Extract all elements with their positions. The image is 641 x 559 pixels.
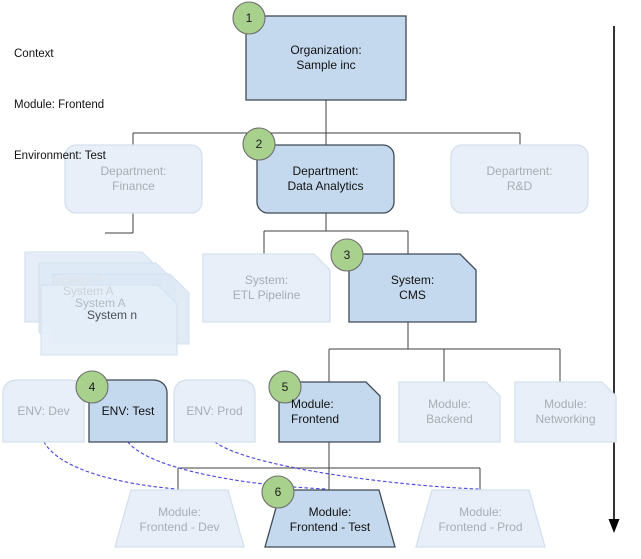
node-system-stack[interactable] bbox=[24, 251, 190, 356]
badge-3 bbox=[330, 238, 364, 272]
node-module-frontend-dev[interactable] bbox=[114, 489, 245, 548]
context-module: Module: Frontend bbox=[14, 99, 105, 112]
badge-5 bbox=[268, 370, 302, 404]
node-module-backend[interactable] bbox=[398, 381, 501, 443]
node-module-frontend[interactable] bbox=[278, 381, 381, 443]
label-system-stack-line2: System A bbox=[63, 284, 114, 298]
badge-4 bbox=[75, 370, 109, 404]
node-module-frontend-prod[interactable] bbox=[415, 489, 546, 548]
node-system-etl[interactable] bbox=[202, 253, 331, 323]
edge-dashed-dev bbox=[43, 441, 177, 490]
edge-dashed-test bbox=[127, 441, 328, 490]
node-system-cms[interactable] bbox=[348, 253, 477, 323]
label-system-stack-line4: System n bbox=[87, 308, 138, 322]
context-environment: Environment: Test bbox=[14, 150, 106, 163]
badge-6 bbox=[261, 475, 295, 509]
node-env-prod[interactable] bbox=[173, 379, 256, 443]
node-dept-rnd[interactable] bbox=[450, 144, 589, 214]
node-module-networking[interactable] bbox=[514, 381, 617, 443]
node-org[interactable] bbox=[245, 15, 407, 101]
badge-1 bbox=[232, 1, 266, 35]
node-dept-finance[interactable] bbox=[64, 144, 203, 214]
node-env-dev[interactable] bbox=[2, 379, 85, 443]
node-dept-data-analytics[interactable] bbox=[256, 144, 395, 214]
label-system-stack: System A System A System A System n bbox=[41, 272, 177, 322]
context-legend: Context Module: Frontend Environment: Te… bbox=[14, 12, 106, 199]
label-system-stack-line1: System A bbox=[52, 272, 103, 286]
system-stack-card-1 bbox=[40, 284, 178, 356]
label-system-stack-line3: System A bbox=[75, 296, 126, 310]
node-module-frontend-test[interactable] bbox=[264, 489, 396, 548]
badge-2 bbox=[242, 127, 276, 161]
context-title: Context bbox=[14, 48, 54, 61]
